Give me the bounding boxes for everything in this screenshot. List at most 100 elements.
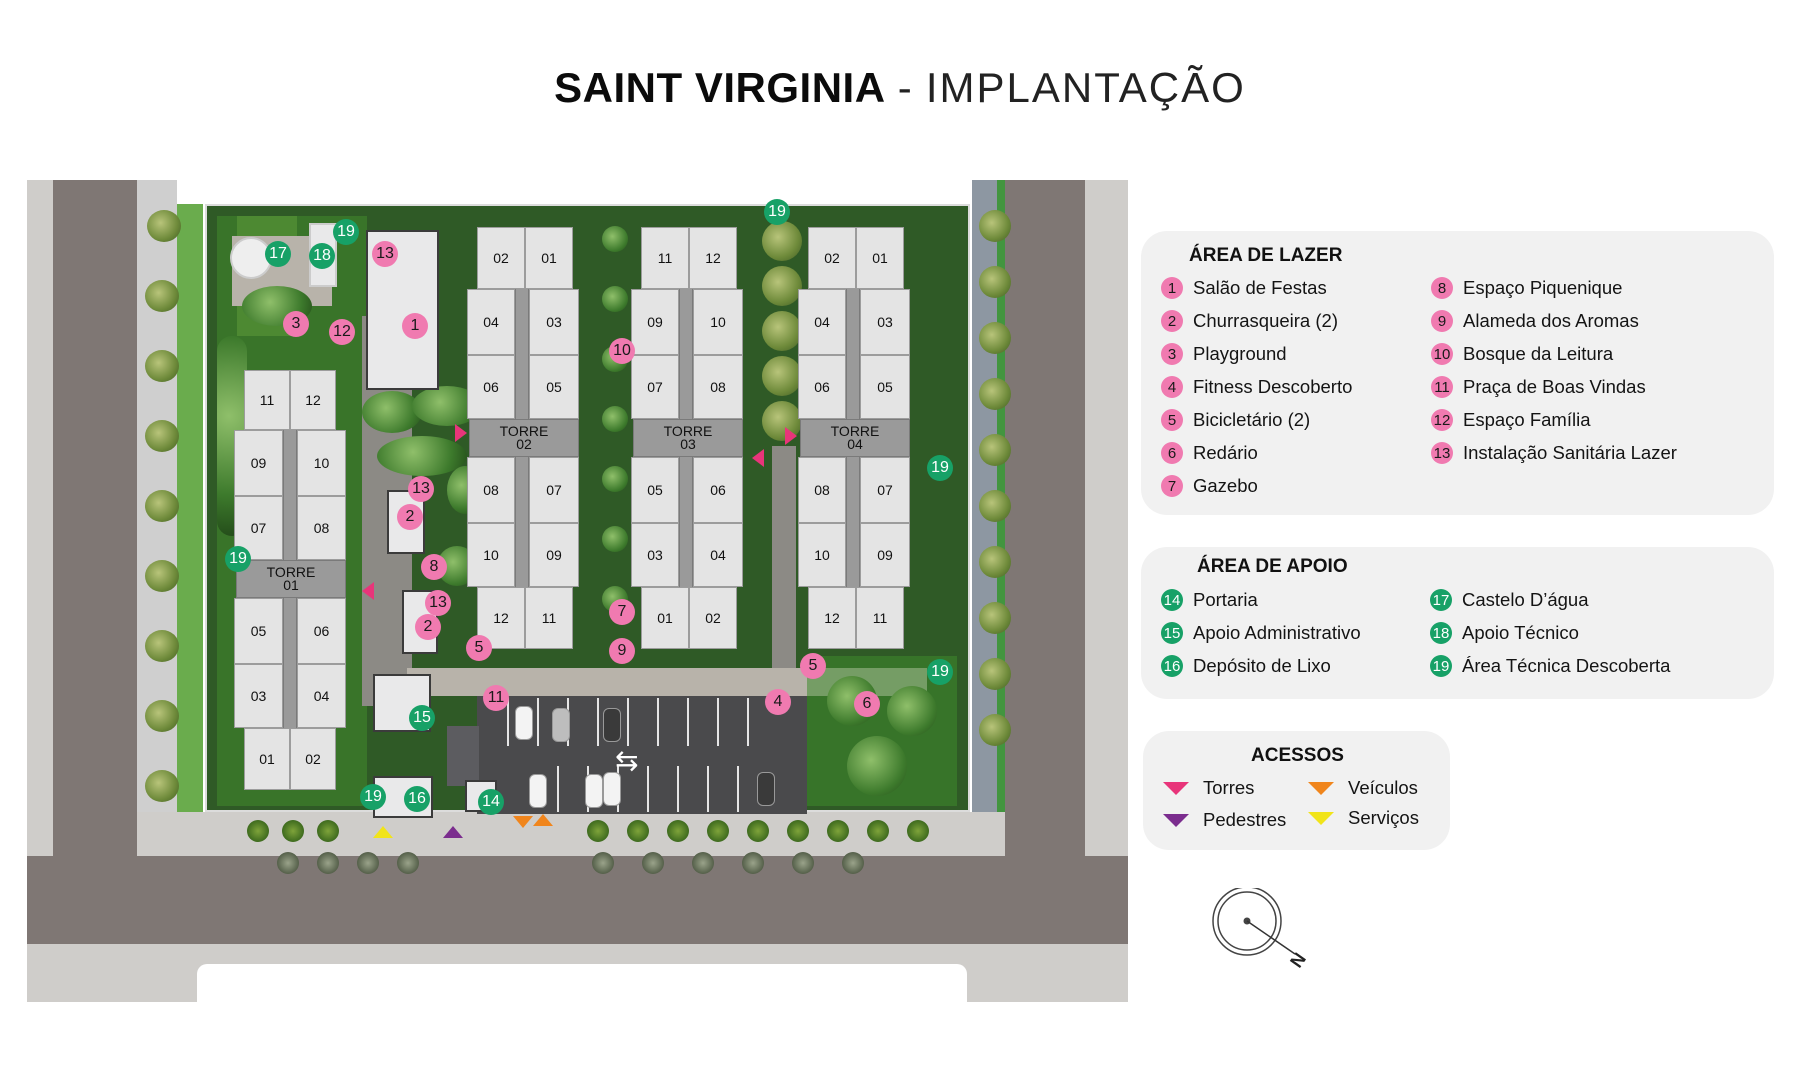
unit[interactable]: 06 [297,598,346,664]
marker-18[interactable]: 18 [309,243,335,269]
unit[interactable]: 03 [234,664,283,728]
marker-19[interactable]: 19 [333,219,359,245]
unit[interactable]: 07 [860,457,910,523]
parking-slot-line [507,698,509,746]
unit[interactable]: 08 [467,457,515,523]
parked-car [552,708,570,742]
marker-9[interactable]: 9 [609,638,635,664]
marker-19[interactable]: 19 [764,199,790,225]
site-plan-map[interactable]: ⇆ 11 12 09 10 07 [27,180,1128,1002]
unit[interactable]: 08 [798,457,846,523]
marker-19[interactable]: 19 [360,784,386,810]
unit[interactable]: 11 [856,587,904,649]
unit[interactable]: 05 [529,355,579,419]
marker-19[interactable]: 19 [927,659,953,685]
legend-access-title: ACESSOS [1251,745,1344,766]
marker-3[interactable]: 3 [283,311,309,337]
marker-16[interactable]: 16 [404,786,430,812]
unit[interactable]: 04 [297,664,346,728]
unit[interactable]: 09 [529,523,579,587]
unit[interactable]: 11 [641,227,689,289]
number-badge: 19 [1430,655,1452,677]
tower-access-arrow [785,427,797,445]
unit[interactable]: 02 [689,587,737,649]
marker-12[interactable]: 12 [329,319,355,345]
marker-2[interactable]: 2 [415,614,441,640]
unit[interactable]: 06 [798,355,846,419]
unit[interactable]: 04 [693,523,743,587]
unit[interactable]: 04 [467,289,515,355]
unit[interactable]: 12 [808,587,856,649]
unit[interactable]: 02 [477,227,525,289]
street-tree [979,434,1011,466]
unit[interactable]: 05 [860,355,910,419]
marker-6[interactable]: 6 [854,691,880,717]
palm-tree [317,852,339,874]
unit[interactable]: 04 [798,289,846,355]
unit[interactable]: 05 [631,457,679,523]
tree [762,311,802,351]
unit[interactable]: 10 [297,430,346,496]
street-tree [979,210,1011,242]
unit[interactable]: 03 [860,289,910,355]
palm-tree [587,820,609,842]
unit[interactable]: 10 [798,523,846,587]
unit[interactable]: 03 [529,289,579,355]
marker-17[interactable]: 17 [265,241,291,267]
marker-14[interactable]: 14 [478,789,504,815]
unit[interactable]: 05 [234,598,283,664]
services-access-arrow [373,826,393,838]
unit[interactable]: 06 [467,355,515,419]
unit[interactable]: 12 [290,370,336,430]
marker-8[interactable]: 8 [421,554,447,580]
street-tree [979,266,1011,298]
unit[interactable]: 06 [693,457,743,523]
marker-13[interactable]: 13 [408,476,434,502]
legend-item-torres: Torres [1163,775,1254,801]
bush [377,436,467,476]
marker-11[interactable]: 11 [483,685,509,711]
unit[interactable]: 10 [467,523,515,587]
unit[interactable]: 09 [860,523,910,587]
marker-13[interactable]: 13 [425,590,451,616]
palm-tree [842,852,864,874]
unit[interactable]: 08 [297,496,346,560]
unit[interactable]: 07 [529,457,579,523]
unit[interactable]: 01 [525,227,573,289]
unit[interactable]: 09 [234,430,283,496]
unit[interactable]: 01 [641,587,689,649]
unit[interactable]: 12 [689,227,737,289]
unit[interactable]: 08 [693,355,743,419]
marker-10[interactable]: 10 [609,338,635,364]
unit[interactable]: 11 [244,370,290,430]
marker-13[interactable]: 13 [372,241,398,267]
marker-7[interactable]: 7 [609,599,635,625]
marker-2[interactable]: 2 [397,504,423,530]
street-tree [979,378,1011,410]
unit[interactable]: 07 [631,355,679,419]
marker-5[interactable]: 5 [466,635,492,661]
marker-19[interactable]: 19 [225,546,251,572]
unit[interactable]: 11 [525,587,573,649]
marker-15[interactable]: 15 [409,705,435,731]
unit[interactable]: 02 [290,728,336,790]
unit[interactable]: 02 [808,227,856,289]
legend-access-panel: ACESSOS Torres Pedestres Veículos Serviç… [1143,731,1450,850]
number-badge: 17 [1430,589,1452,611]
marker-19[interactable]: 19 [927,455,953,481]
unit[interactable]: 09 [631,289,679,355]
unit[interactable]: 01 [244,728,290,790]
number-badge: 11 [1431,376,1453,398]
marker-4[interactable]: 4 [765,689,791,715]
marker-5[interactable]: 5 [800,653,826,679]
marker-1[interactable]: 1 [402,313,428,339]
unit[interactable]: 01 [856,227,904,289]
unit[interactable]: 03 [631,523,679,587]
unit[interactable]: 10 [693,289,743,355]
